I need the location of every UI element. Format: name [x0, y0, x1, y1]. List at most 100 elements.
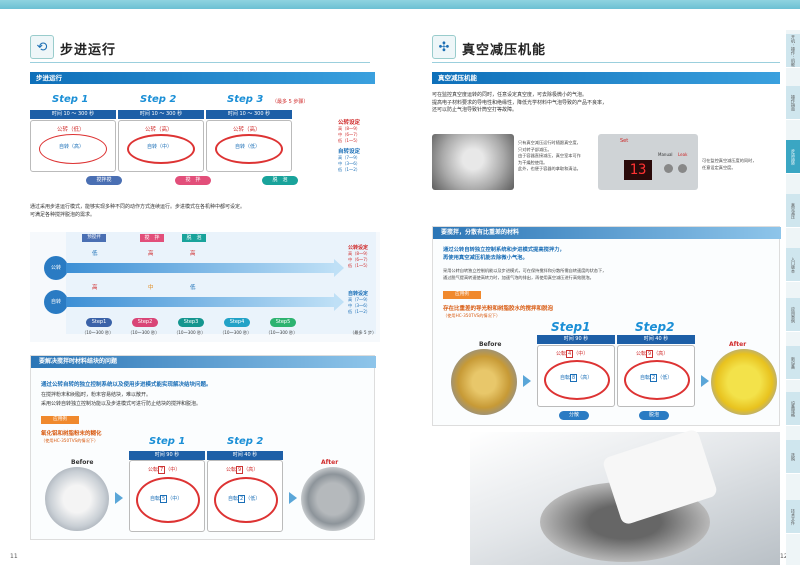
ex-time2: 时间 40 秒 [617, 335, 695, 344]
step-desc-line: 可满足各种搅拌脱泡的需求。 [30, 211, 96, 218]
section-header-vacuum: 真空减压机能 [432, 72, 780, 84]
step-desc-line: 通过采用步进运行模式，能够实现多种不同的动作方式连续运行。步进模式在各机种中都可… [30, 204, 246, 210]
after-label: After [729, 341, 747, 348]
chart-head-pre: 预搅拌 [82, 234, 106, 242]
caption-line: 可在监控真空减压度的同时， [702, 158, 757, 163]
rotate-bar [66, 297, 336, 307]
ex1-rot-num: 5 [160, 495, 168, 503]
side-tab[interactable]: 真空减压 [786, 194, 800, 228]
ex-time1: 时间 90 秒 [129, 451, 205, 460]
step3-rotate: 自转（低） [235, 144, 261, 150]
revolve-circle: 公转 [44, 256, 68, 280]
title-divider [30, 62, 370, 63]
chart-rot-line: 中（3〜6） [348, 303, 371, 308]
before-label: Before [71, 459, 94, 466]
after-label: After [321, 459, 339, 466]
side-tab[interactable]: 新设备 [786, 346, 800, 380]
chart-step3: Step3 [178, 318, 204, 327]
rotate-arrow-icon [334, 293, 344, 311]
after-photo [711, 349, 777, 415]
rot-val: 高 [92, 285, 98, 291]
ex-time1: 时间 90 秒 [537, 335, 615, 344]
chart-time: （10〜300 秒） [82, 330, 114, 335]
side-tab[interactable]: 设备规格 [786, 392, 800, 426]
step2-revolve: 公转（高） [145, 127, 173, 133]
caption-line: 为干燥腔使用。 [518, 159, 548, 165]
speed-chart: 预搅拌 搅 拌 脱 泡 公转 低 高 高 自转 高 中 低 公转设定 高（8〜9… [30, 232, 380, 342]
ex1-rot-num: 8 [570, 374, 578, 382]
ex1-rev-level: （中） [573, 351, 589, 357]
chamber-caption: 只有真空减压运行时随跟真空度， 只对转子部减压。 由于容器直接减压，真空室本可作… [518, 140, 598, 173]
ex1-rot-level: （中） [167, 496, 183, 502]
rev-setting-line: 中（6〜7） [338, 132, 361, 137]
ex-step1: Step 1 [149, 436, 186, 447]
before-label: Before [479, 341, 502, 348]
side-tab[interactable]: 选购 [786, 440, 800, 474]
revolve-bar [66, 263, 336, 273]
ex1-rot-level: （高） [577, 375, 593, 381]
ex2-rev-level: （高） [243, 467, 259, 473]
revolve-ring [624, 360, 690, 400]
chart-step2: Step2 [132, 318, 158, 327]
section-header-step: 步进运行 [30, 72, 375, 84]
density-lead: 通过公转自转独立控制系统和步进模式提高搅拌力， 再使用真空减压机能去除微小气泡。 [443, 247, 565, 262]
side-tab[interactable]: 应用案例 [786, 298, 800, 332]
step3-revolve: 公转（高） [233, 127, 261, 133]
chart-head-degas: 脱 泡 [182, 234, 206, 242]
page-title-left: 步进运行 [60, 43, 117, 58]
step3-box: 公转（高） 自转（低） [206, 120, 292, 172]
side-tab[interactable]: 操作指南 [786, 86, 800, 120]
side-tab[interactable]: 开机 · 操作 · 机能 [786, 34, 800, 68]
page-number-right: 12 [780, 553, 788, 560]
ex-step1: Step1 [551, 320, 591, 334]
chart-rot-setting: 自转设定 高（7〜9） 中（3〜6） 低（1〜2） [348, 290, 382, 315]
ex1-rev: 公転 [556, 351, 567, 357]
title-divider [432, 62, 780, 63]
revolve-ring [544, 360, 610, 400]
example-sub: （使用HC-350TVS的情况下） [41, 438, 99, 443]
ex2-rev: 公転 [226, 467, 237, 473]
rot-val: 低 [190, 285, 196, 291]
chart-rot-line: 高（7〜9） [348, 297, 371, 302]
chart-time: （10〜300 秒） [174, 330, 206, 335]
page-title-right: 真空减压机能 [462, 43, 547, 58]
chart-step5: Step5 [270, 318, 296, 327]
after-photo [301, 467, 365, 531]
step-desc: 通过采用步进运行模式，能够实现多种不同的动作方式连续运行。步进模式在各机种中都可… [30, 204, 375, 219]
step3-label: Step 3 [227, 94, 264, 105]
caption-line: 由于容器直接减压，真空室本可作 [518, 153, 581, 158]
chart-rot-line: 低（1〜2） [348, 309, 371, 314]
example-title: 存在比重差的导光粉和树脂胶水的搅拌和脱泡 [443, 306, 554, 312]
step3-note: （最多 5 步骤） [272, 99, 309, 105]
ex2-rev-num: 9 [646, 350, 654, 358]
ex1-rev-num: 4 [566, 350, 574, 358]
ex1-rev: 公転 [148, 467, 159, 473]
step1-time: 时间 10 〜 300 秒 [30, 110, 116, 119]
ex1-rot: 自転 [560, 375, 571, 381]
vacuum-icon: ✣ [432, 35, 456, 59]
tag-disperse: 分散 [559, 411, 589, 420]
chart-head-mix: 搅 拌 [140, 234, 164, 242]
density-line: 采用公转自转独立控制机能以及步进模式，可在保持搅拌和分散所需自转速度的状态下， [443, 268, 607, 273]
rev-setting-legend: 公转设定 高（8〜9） 中（6〜7） 低（1〜5） 自转设定 高（7〜9） 中（… [338, 118, 378, 173]
step2-label: Step 2 [140, 94, 177, 105]
chart-rev-line: 高（8〜9） [348, 251, 371, 256]
rev-setting-line: 高（8〜9） [338, 126, 361, 131]
vacuum-desc: 可在监控真空度运转的同时，任意设定真空度，可去除极微小的气泡。 提高电子材料要求… [432, 92, 782, 115]
ex-step2: Step 2 [227, 436, 264, 447]
panel-display: 13 [624, 160, 652, 180]
chart-rev-line: 中（6〜7） [348, 257, 371, 262]
example-badge: 应用例 [41, 416, 79, 424]
side-tab[interactable]: 技术文件 [786, 500, 800, 534]
before-photo [45, 467, 109, 531]
vacuum-desc-line: 提高电子材料要求的导电性和绝缘性，降低光学材料中气泡导致的产品不良率， [432, 99, 608, 106]
chart-rot-title: 自转设定 [348, 291, 369, 297]
side-tab-active[interactable]: 步进运转 [786, 140, 800, 174]
step1-label: Step 1 [52, 94, 89, 105]
panel-button [664, 164, 673, 173]
caption-line: 只对转子部减压。 [518, 146, 552, 152]
chart-rev-setting: 公转设定 高（8〜9） 中（6〜7） 低（1〜5） [348, 244, 382, 269]
control-panel-photo: Set Manual Leak 13 [598, 134, 698, 190]
side-tab[interactable]: 入门版本 [786, 248, 800, 282]
